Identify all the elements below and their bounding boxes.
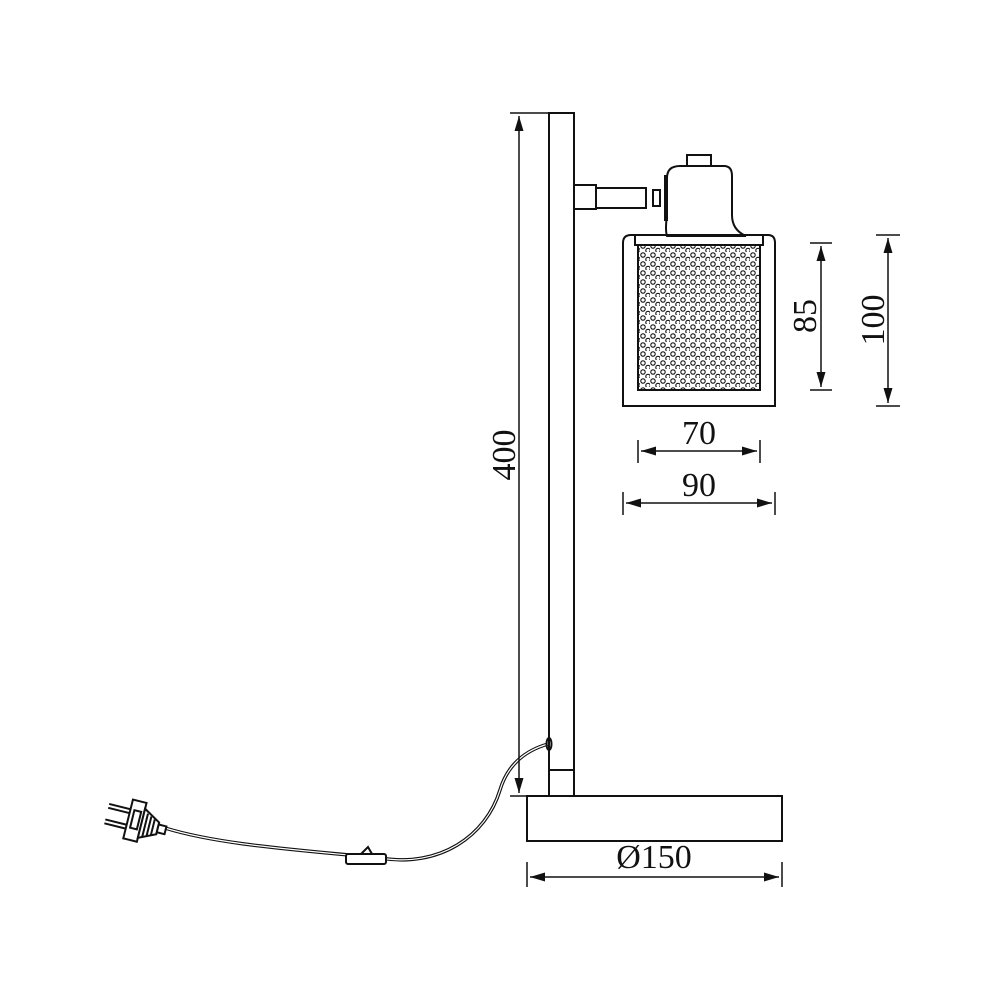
dim-shade-outer-width (622, 492, 776, 515)
inline-switch (345, 845, 387, 865)
label-shade-outer-width: 90 (682, 467, 716, 504)
plug (104, 798, 168, 843)
label-shade-inner-width: 70 (682, 415, 716, 452)
label-base-diameter: Ø150 (616, 839, 692, 876)
dim-base-diameter (526, 862, 783, 887)
dim-shade-inner-width (637, 440, 761, 463)
perforated-shade (622, 234, 776, 407)
vertical-arm (548, 112, 575, 797)
dim-shade-outer-height (876, 234, 900, 407)
dim-total-height (510, 112, 549, 797)
socket-holder (573, 154, 747, 237)
power-cord (164, 737, 553, 862)
dim-shade-inner-height (810, 242, 832, 391)
round-base (526, 795, 783, 842)
label-shade-inner-height: 85 (787, 299, 824, 333)
label-shade-outer-height: 100 (855, 295, 892, 346)
label-total-height: 400 (486, 430, 523, 481)
